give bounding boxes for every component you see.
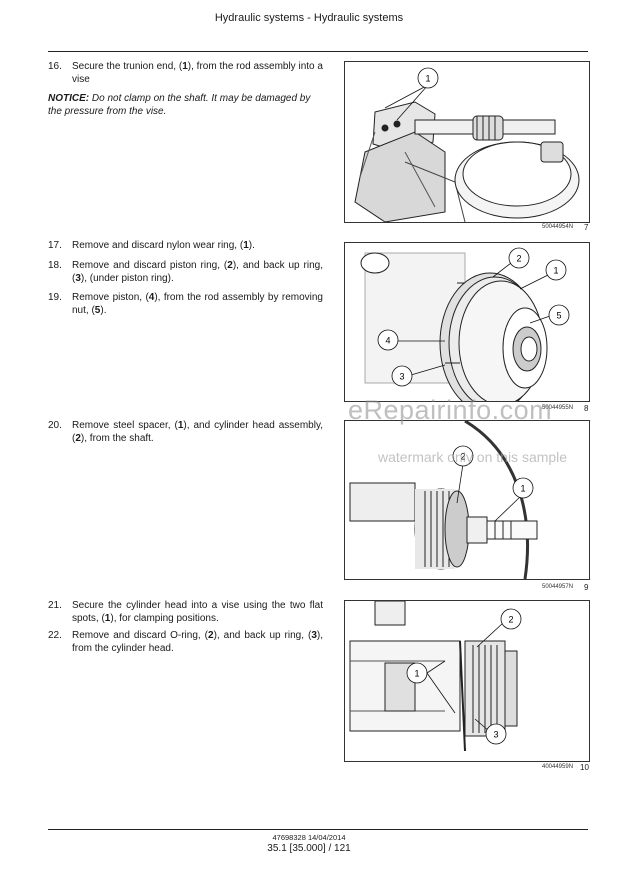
figure-8-number: 8 — [584, 404, 589, 413]
figure-8-illustration: 1 2 3 4 5 — [344, 242, 590, 402]
step-number: 16. — [48, 61, 62, 72]
figure-10-number: 10 — [580, 763, 589, 772]
step-17: 17. Remove and discard nylon wear ring, … — [48, 240, 323, 253]
figure-9-number: 9 — [584, 583, 589, 592]
watermark-notice: watermark only on this sample — [378, 449, 568, 465]
figure-8-code: 50044955N — [542, 405, 574, 411]
figure-9-callout-1: 1 — [520, 484, 525, 494]
step-text: Secure the trunion end, (1), from the ro… — [72, 61, 323, 85]
figure-10-callout-3: 3 — [493, 730, 498, 740]
figure-10-code: 40044959N — [542, 764, 574, 770]
watermark-brand: eRepairinfo.com — [348, 395, 553, 425]
figure-8-callout-1: 1 — [553, 266, 558, 276]
figure-10-illustration: 1 2 3 — [344, 600, 590, 762]
header-rule — [48, 51, 588, 52]
step-21: 21. Secure the cylinder head into a vise… — [48, 600, 323, 625]
figure-9-illustration: 1 2 — [344, 420, 590, 580]
step-text: Remove steel spacer, (1), and cylinder h… — [72, 420, 324, 444]
page-header: Hydraulic systems - Hydraulic systems — [214, 12, 404, 24]
figure-7-code: 50044954N — [542, 224, 574, 230]
step-16: 16. Secure the trunion end, (1), from th… — [48, 61, 323, 86]
figure-7-number: 7 — [584, 223, 589, 232]
figure-9-callout-2: 2 — [460, 452, 465, 462]
step-number: 21. — [48, 600, 62, 611]
figure-10-callout-2: 2 — [508, 615, 513, 625]
notice: NOTICE: Do not clamp on the shaft. It ma… — [48, 93, 323, 118]
figure-7-callout-1: 1 — [425, 74, 430, 84]
figure-9-code: 50044957N — [542, 584, 574, 590]
footer-rule — [48, 829, 588, 830]
footer-doc-id: 47698328 14/04/2014 — [272, 833, 346, 842]
step-text: Remove and discard nylon wear ring, (1). — [72, 240, 255, 251]
step-text: Remove and discard piston ring, (2), and… — [72, 260, 323, 284]
figure-10-callout-1: 1 — [414, 669, 419, 679]
figure-8-callout-3: 3 — [399, 372, 404, 382]
step-number: 22. — [48, 630, 62, 641]
step-number: 17. — [48, 240, 62, 251]
step-number: 20. — [48, 420, 62, 431]
figure-7-illustration: 1 — [344, 61, 590, 223]
step-19: 19. Remove piston, (4), from the rod ass… — [48, 292, 323, 317]
step-18: 18. Remove and discard piston ring, (2),… — [48, 260, 323, 285]
figure-8-callout-2: 2 — [516, 254, 521, 264]
figure-8-callout-4: 4 — [385, 336, 390, 346]
step-text: Remove and discard O-ring, (2), and back… — [72, 630, 323, 654]
step-number: 19. — [48, 292, 62, 303]
step-text: Remove piston, (4), from the rod assembl… — [72, 292, 323, 316]
figure-8-callout-5: 5 — [556, 311, 561, 321]
notice-text: Do not clamp on the shaft. It may be dam… — [48, 93, 311, 117]
step-20: 20. Remove steel spacer, (1), and cylind… — [48, 420, 323, 445]
step-text: Secure the cylinder head into a vise usi… — [72, 600, 323, 624]
notice-label: NOTICE: — [48, 93, 90, 104]
step-22: 22. Remove and discard O-ring, (2), and … — [48, 630, 323, 655]
footer-page-number: 35.1 [35.000] / 121 — [267, 843, 351, 854]
step-number: 18. — [48, 260, 62, 271]
